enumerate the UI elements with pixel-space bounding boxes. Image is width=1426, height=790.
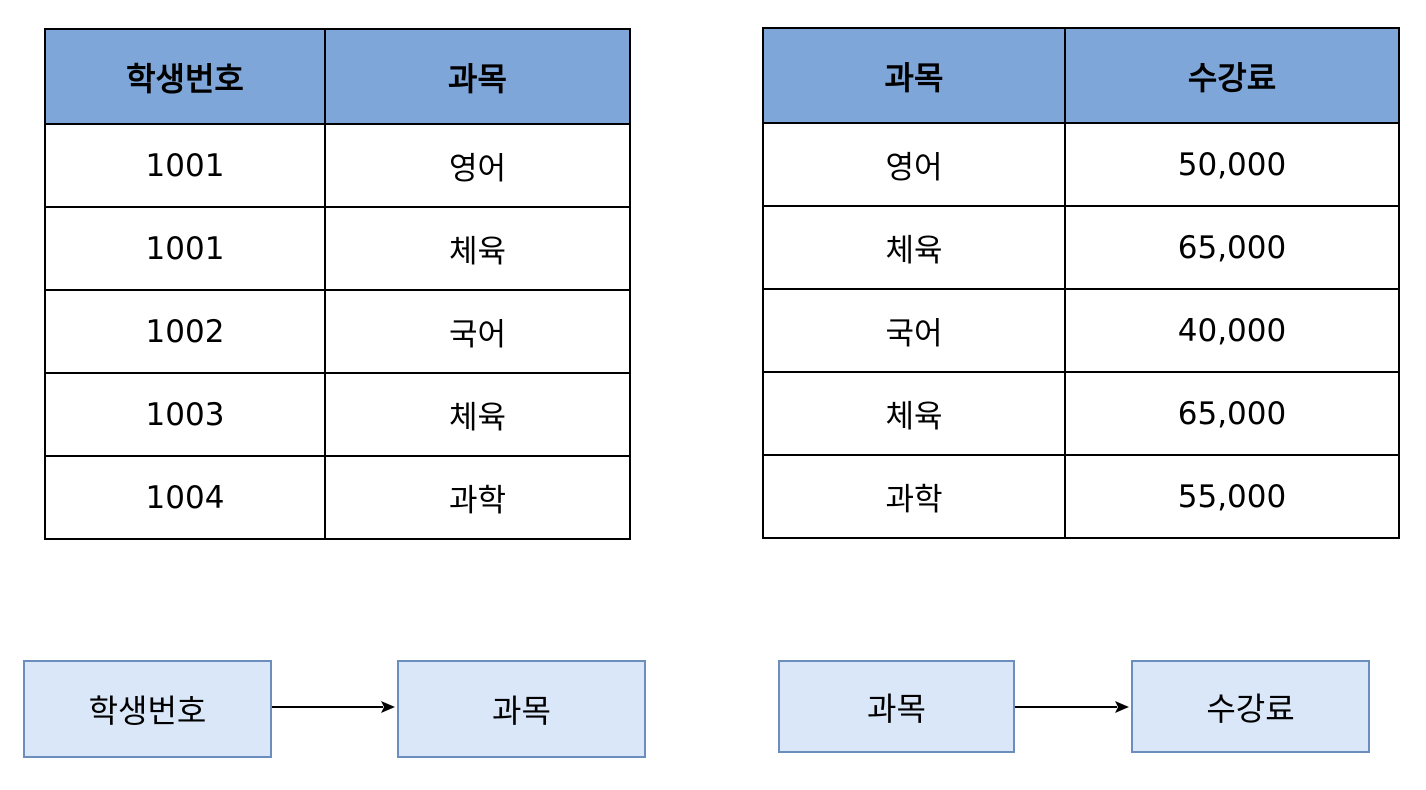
cell-student-id: 1002	[44, 289, 326, 374]
table-header-row: 과목 수강료	[762, 27, 1400, 124]
cell-student-id: 1001	[44, 206, 326, 291]
cell-fee: 65,000	[1064, 205, 1400, 290]
cell-subject: 체육	[762, 205, 1066, 290]
cell-subject: 국어	[762, 288, 1066, 373]
cell-fee: 65,000	[1064, 371, 1400, 456]
cell-fee: 50,000	[1064, 122, 1400, 207]
dependency-box-subject: 과목	[778, 660, 1015, 753]
table-row: 체육 65,000	[762, 205, 1400, 290]
subject-fee-table: 과목 수강료 영어 50,000 체육 65,000 국어 40,000 체육 …	[762, 27, 1400, 539]
cell-subject: 체육	[324, 206, 631, 291]
table-row: 1003 체육	[44, 372, 631, 457]
column-header-student-id: 학생번호	[44, 28, 326, 125]
table-row: 1002 국어	[44, 289, 631, 374]
cell-fee: 55,000	[1064, 454, 1400, 539]
cell-subject: 과학	[762, 454, 1066, 539]
column-header-subject: 과목	[324, 28, 631, 125]
cell-student-id: 1003	[44, 372, 326, 457]
dependency-arrow-icon	[272, 701, 395, 713]
cell-student-id: 1001	[44, 123, 326, 208]
dependency-box-subject: 과목	[397, 660, 646, 758]
table-row: 체육 65,000	[762, 371, 1400, 456]
table-row: 1001 영어	[44, 123, 631, 208]
column-header-fee: 수강료	[1064, 27, 1400, 124]
dependency-box-fee: 수강료	[1131, 660, 1370, 753]
cell-subject: 국어	[324, 289, 631, 374]
dependency-arrow-icon	[1015, 701, 1129, 713]
cell-student-id: 1004	[44, 455, 326, 540]
table-header-row: 학생번호 과목	[44, 28, 631, 125]
table-row: 1001 체육	[44, 206, 631, 291]
column-header-subject: 과목	[762, 27, 1066, 124]
dependency-box-student-id: 학생번호	[23, 660, 272, 758]
cell-subject: 과학	[324, 455, 631, 540]
cell-fee: 40,000	[1064, 288, 1400, 373]
cell-subject: 체육	[762, 371, 1066, 456]
cell-subject: 영어	[324, 123, 631, 208]
student-subject-table: 학생번호 과목 1001 영어 1001 체육 1002 국어 1003 체육 …	[44, 28, 631, 540]
table-row: 과학 55,000	[762, 454, 1400, 539]
cell-subject: 체육	[324, 372, 631, 457]
table-row: 국어 40,000	[762, 288, 1400, 373]
table-row: 영어 50,000	[762, 122, 1400, 207]
table-row: 1004 과학	[44, 455, 631, 540]
cell-subject: 영어	[762, 122, 1066, 207]
